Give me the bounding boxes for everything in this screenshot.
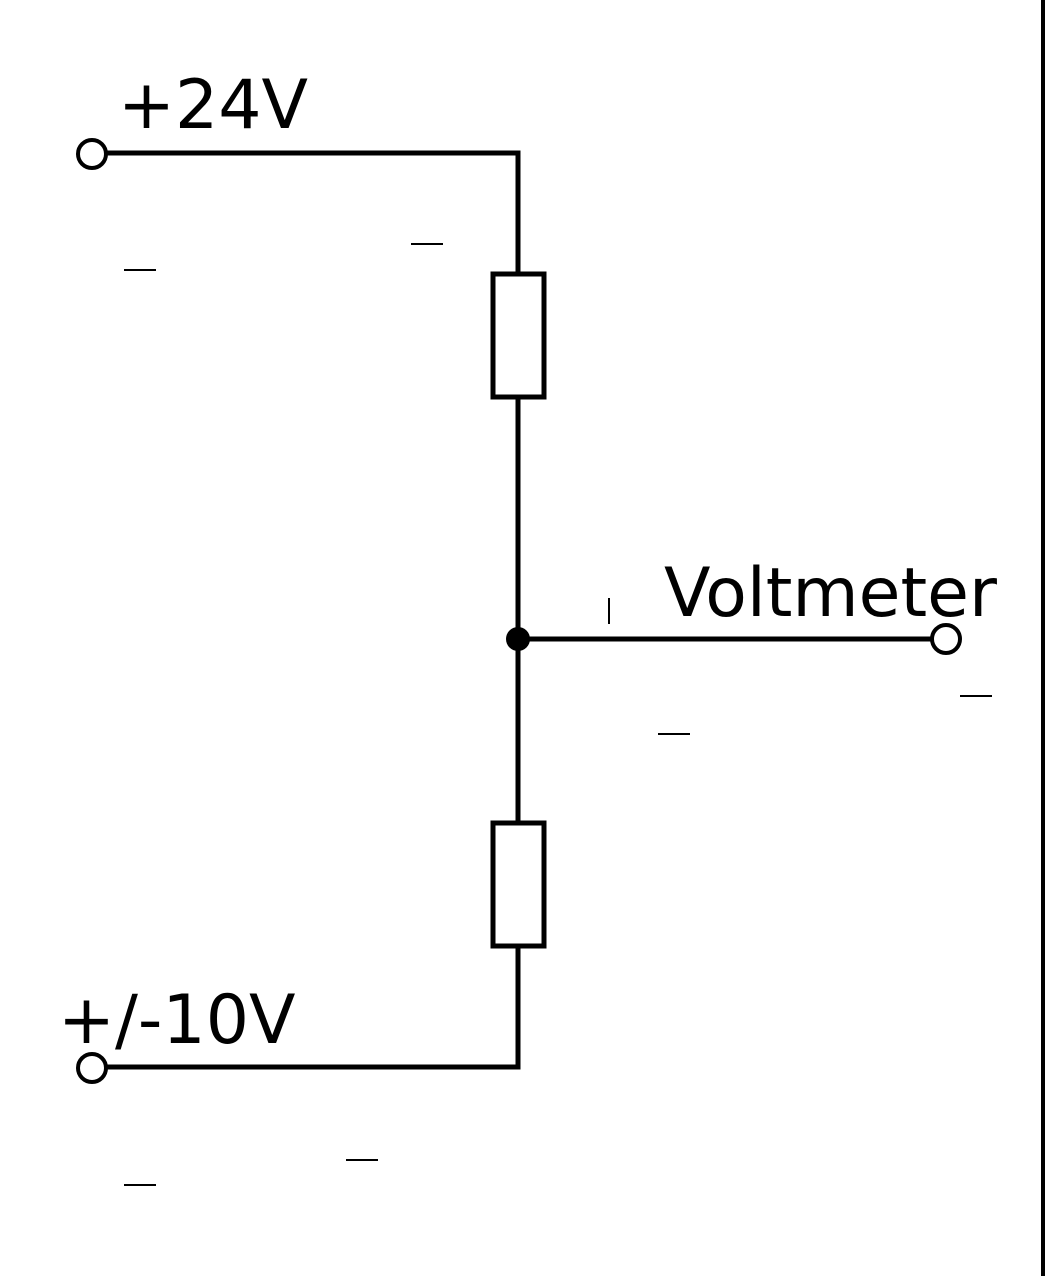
bottom-resistor (490, 820, 547, 949)
top-supply-label: +24V (118, 66, 308, 145)
junction-dot (506, 627, 530, 651)
bottom-supply-label: +/-10V (58, 981, 295, 1060)
top-supply-wire (103, 150, 521, 278)
bottom-supply-wire (103, 943, 521, 1070)
top-resistor (490, 271, 547, 400)
voltmeter-terminal (930, 623, 962, 655)
voltmeter-label: Voltmeter (664, 554, 997, 633)
bottom-supply-terminal (76, 1052, 108, 1084)
top-supply-terminal (76, 138, 108, 170)
